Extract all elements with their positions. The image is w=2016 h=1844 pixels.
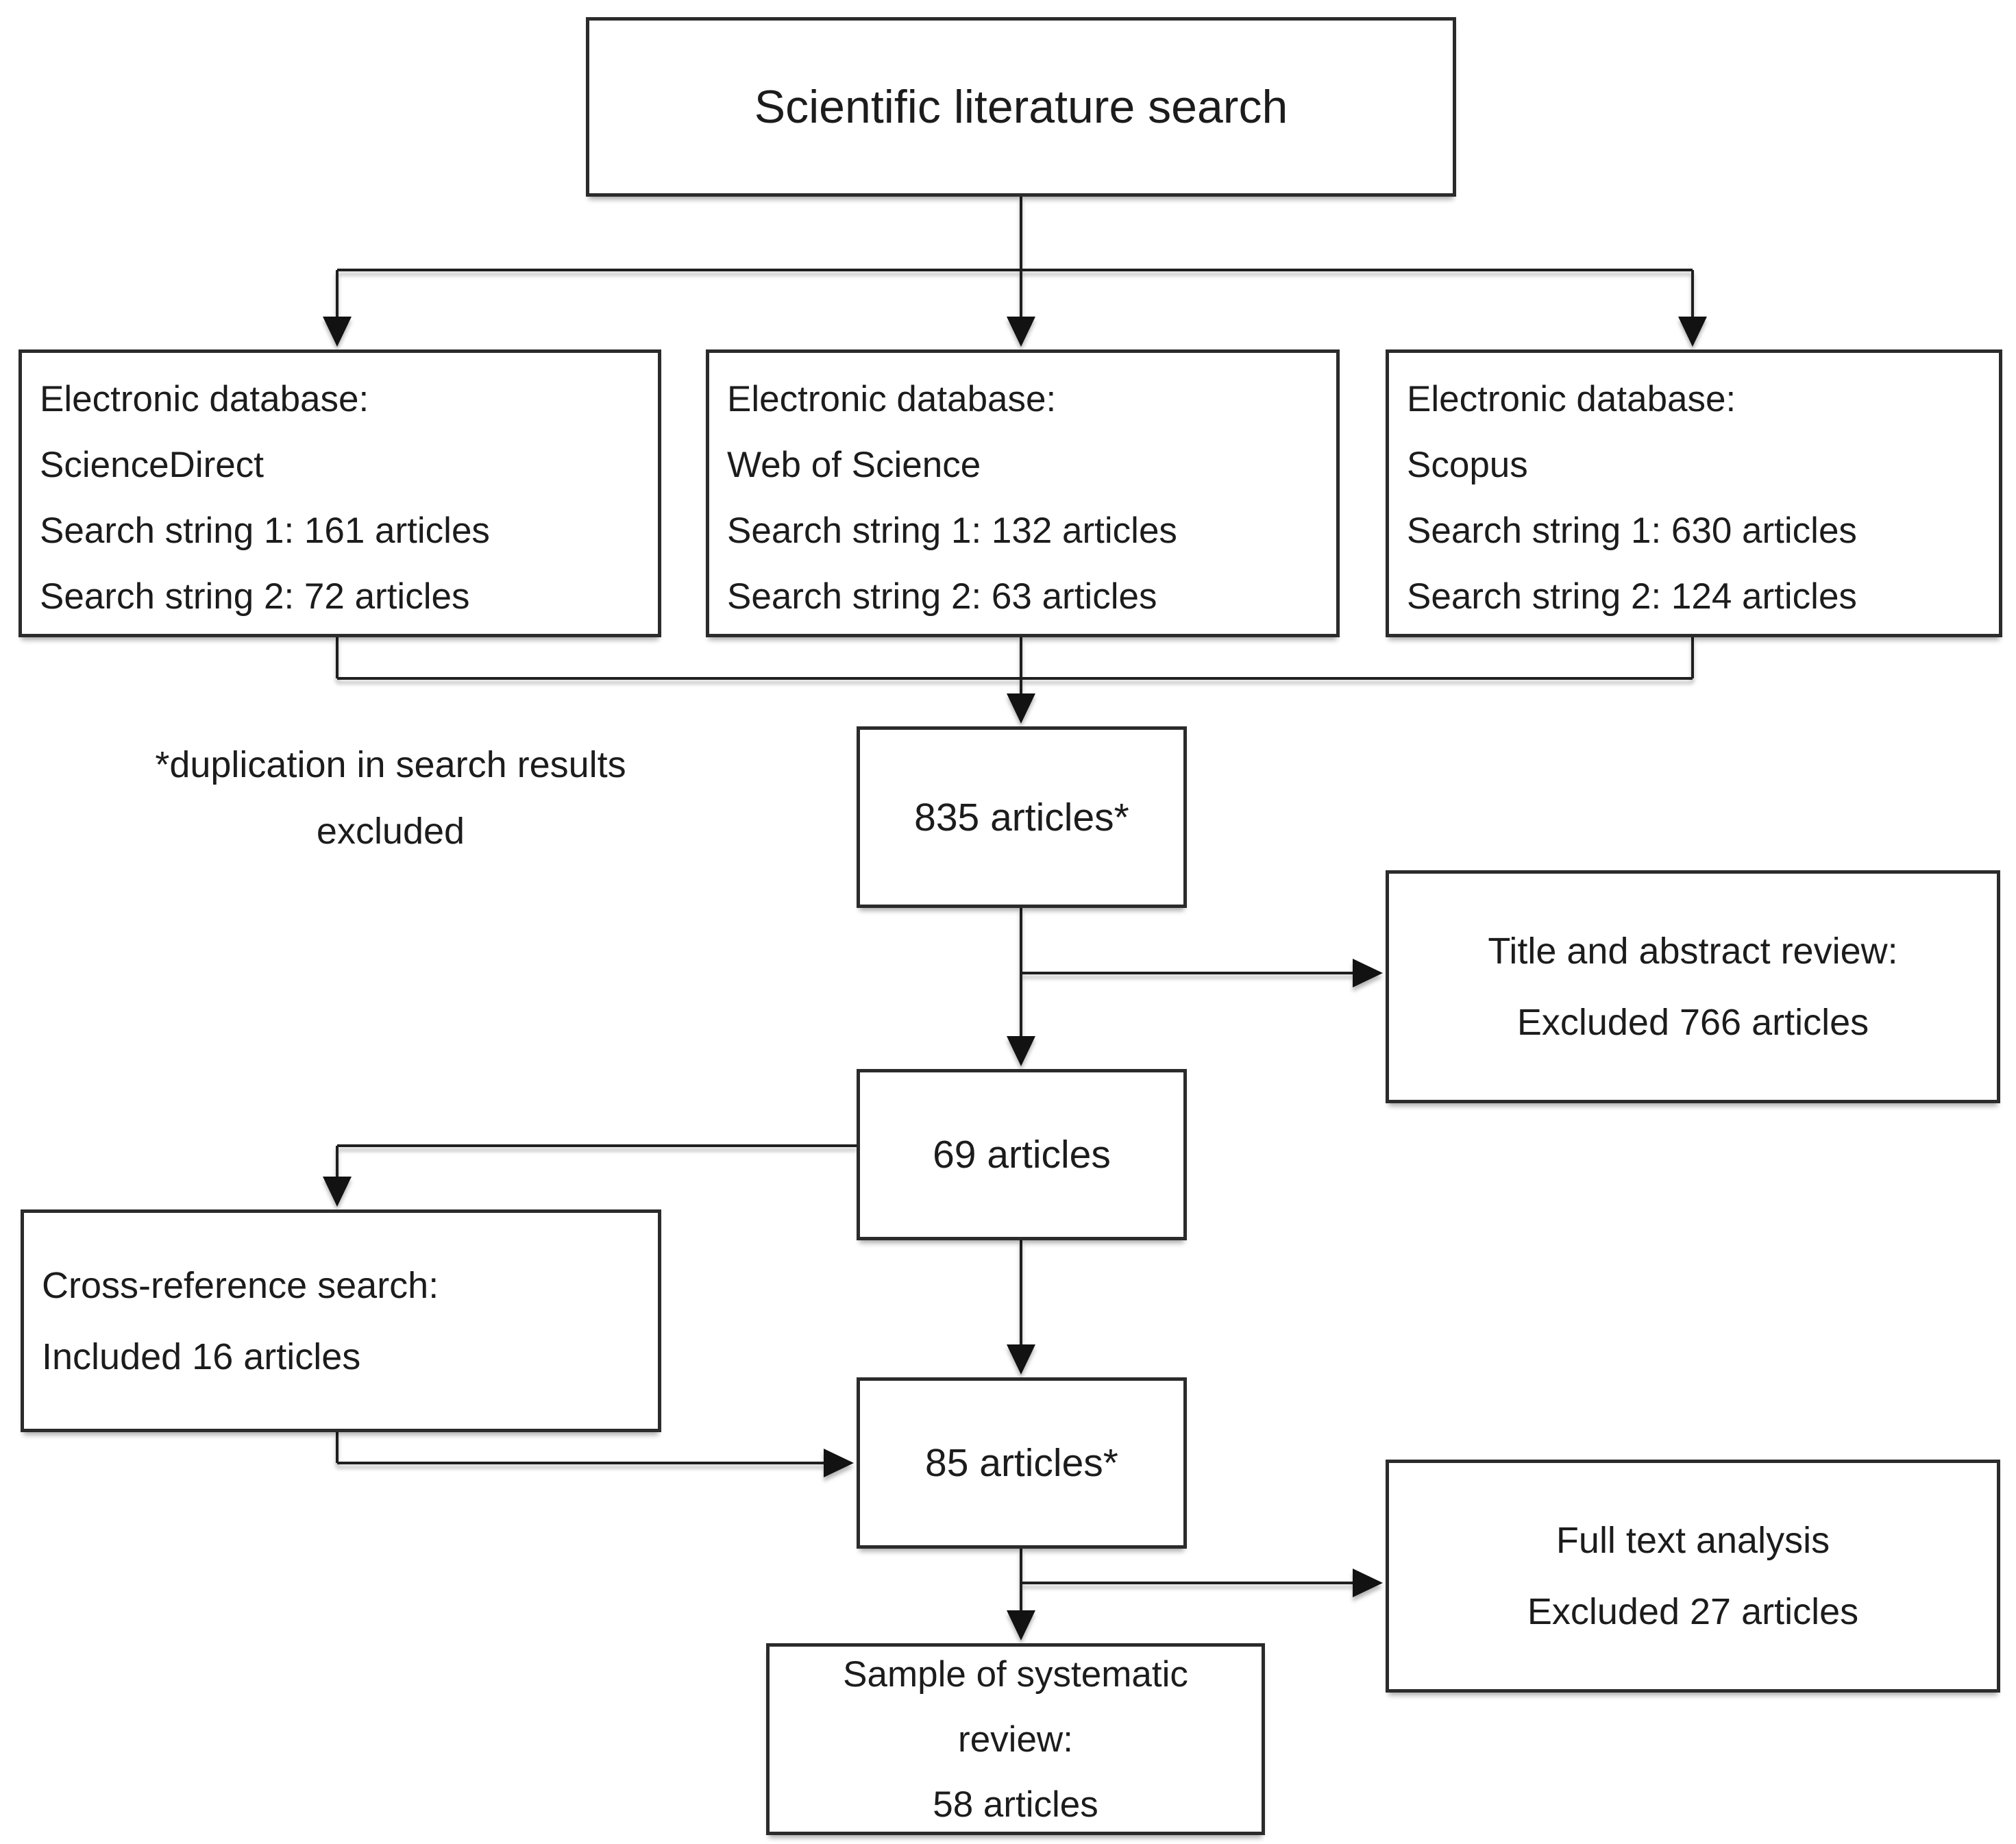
sample-line: review: [958,1719,1073,1760]
arrow-databases-to-merged [336,637,1694,724]
db-box-web-of-science: Electronic database: Web of Science Sear… [706,349,1340,637]
duplication-footnote: *duplication in search results excluded [27,732,754,865]
arrow-branch-title-abstract-review [1021,959,1383,987]
cross-reference-line: Cross-reference search: [42,1264,439,1306]
db-line: Electronic database: [727,379,1057,419]
db-line: Search string 1: 132 articles [727,511,1177,551]
sample-line: Sample of systematic [843,1654,1188,1695]
db-box-sciencedirect: Electronic database: ScienceDirect Searc… [19,349,661,637]
db-line: Electronic database: [40,379,369,419]
merged-articles-box: 835 articles* [857,726,1187,908]
arrow-cross-reference-to-combined [336,1432,854,1477]
db-line: Electronic database: [1407,379,1736,419]
db-line: Scopus [1407,445,1528,485]
merged-articles-label: 835 articles* [914,795,1129,839]
sample-line: 58 articles [933,1784,1098,1825]
footnote-line: *duplication in search results [155,744,626,785]
title-abstract-line: Excluded 766 articles [1516,1002,1869,1043]
combined-articles-box: 85 articles* [857,1377,1187,1549]
title-box: Scientific literature search [586,17,1456,197]
sample-box: Sample of systematic review: 58 articles [766,1643,1265,1835]
db-line: Search string 2: 72 articles [40,576,470,617]
cross-reference-box: Cross-reference search: Included 16 arti… [21,1209,661,1432]
db-line: ScienceDirect [40,445,264,485]
cross-reference-line: Included 16 articles [42,1336,361,1377]
title-abstract-line: Title and abstract review: [1488,931,1898,972]
arrow-merged-to-screened [1007,908,1035,1066]
db-box-scopus: Electronic database: Scopus Search strin… [1386,349,2002,637]
full-text-line: Full text analysis [1556,1520,1830,1561]
combined-articles-label: 85 articles* [925,1441,1118,1485]
db-line: Search string 1: 630 articles [1407,511,1857,551]
arrow-title-to-databases [323,197,1707,347]
title-box-label: Scientific literature search [754,81,1288,133]
footnote-line: excluded [316,811,465,852]
arrow-screened-to-combined [1007,1240,1035,1375]
screened-articles-box: 69 articles [857,1069,1187,1240]
arrow-screened-to-cross-reference [323,1144,857,1207]
db-line: Search string 2: 63 articles [727,576,1157,617]
title-abstract-review-box: Title and abstract review: Excluded 766 … [1386,870,2000,1103]
db-line: Web of Science [727,445,981,485]
full-text-analysis-box: Full text analysis Excluded 27 articles [1386,1460,2000,1693]
arrow-combined-to-sample [1007,1549,1035,1640]
full-text-line: Excluded 27 articles [1527,1591,1859,1632]
db-line: Search string 2: 124 articles [1407,576,1857,617]
arrow-branch-full-text-analysis [1021,1569,1383,1597]
screened-articles-label: 69 articles [933,1133,1111,1177]
db-line: Search string 1: 161 articles [40,511,490,551]
